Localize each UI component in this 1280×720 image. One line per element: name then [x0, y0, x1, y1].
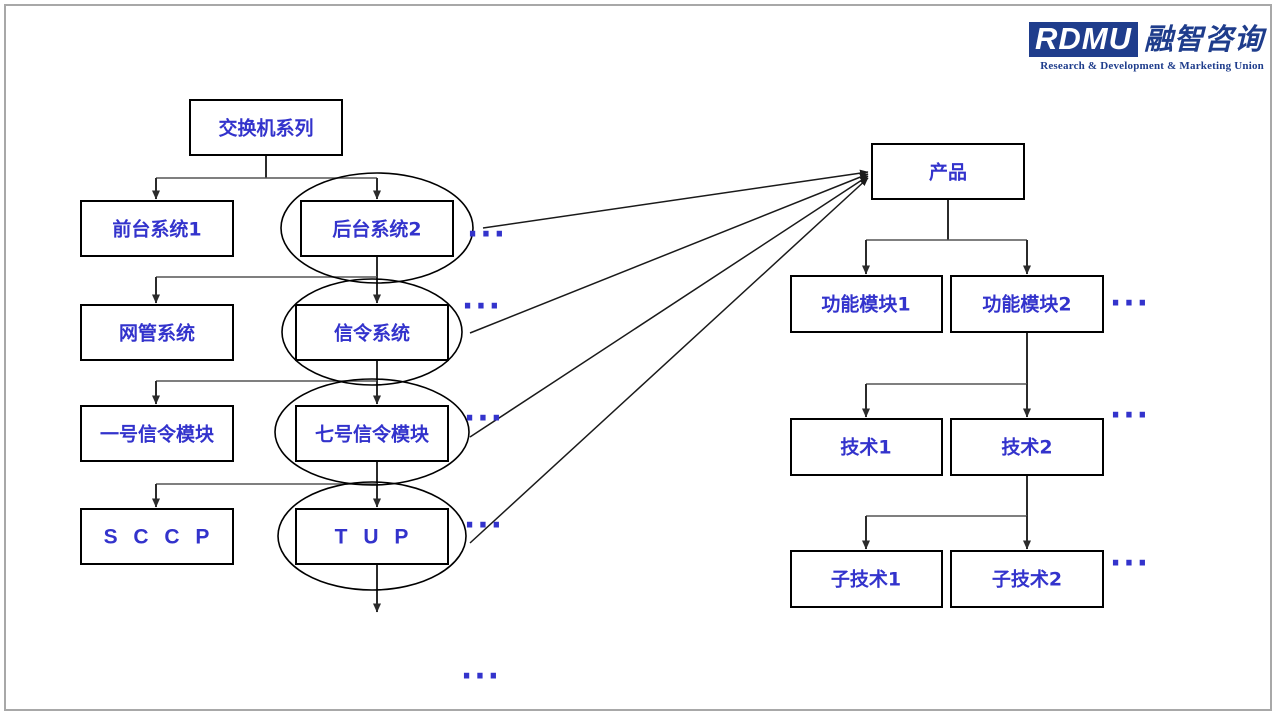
node-box-function-module-1[interactable]: [790, 275, 943, 333]
node-label-function-module-1: 功能模块1: [821, 293, 910, 316]
node-box-product[interactable]: [871, 143, 1025, 200]
node-box-ss7-module[interactable]: [295, 405, 449, 462]
ellipsis-sub-techs: ...: [1110, 539, 1150, 574]
logo-tagline: Research & Development & Marketing Union: [1040, 60, 1264, 72]
node-product[interactable]: 产品: [871, 143, 1025, 200]
node-box-signaling-system[interactable]: [295, 304, 449, 361]
node-label-tech-2: 技术2: [1001, 436, 1052, 459]
right-tree-nodes: 产品 功能模块1 功能模块2 ... 技术1 技术2 ...: [790, 143, 1150, 608]
ellipsis-backend-row: ...: [467, 210, 507, 245]
ellipsis-function-modules: ...: [1110, 279, 1150, 314]
node-switch-series[interactable]: 交换机系列: [189, 99, 343, 156]
node-box-tup[interactable]: [295, 508, 449, 565]
ellipsis-signaling-row: ...: [462, 282, 502, 317]
node-function-module-1[interactable]: 功能模块1: [790, 275, 943, 333]
node-ss1-module[interactable]: 一号信令模块: [80, 405, 234, 462]
left-tree-ellipsis-markers: ... ... ... ... ...: [461, 210, 507, 687]
highlight-ellipse-ss7: [274, 378, 470, 486]
node-ss7-module[interactable]: 七号信令模块: [295, 405, 449, 462]
node-label-sub-tech-1: 子技术1: [831, 568, 901, 591]
node-label-switch-series: 交换机系列: [218, 117, 313, 140]
node-box-function-module-2[interactable]: [950, 275, 1104, 333]
node-label-backend-system-2: 后台系统2: [332, 218, 421, 241]
ellipsis-ss7-row: ...: [464, 394, 504, 429]
node-box-switch-series[interactable]: [189, 99, 343, 156]
node-frontend-system-1[interactable]: 前台系统1: [80, 200, 234, 257]
node-label-frontend-system-1: 前台系统1: [112, 218, 201, 241]
node-box-network-management-system[interactable]: [80, 304, 234, 361]
node-network-management-system[interactable]: 网管系统: [80, 304, 234, 361]
node-sub-tech-2[interactable]: 子技术2: [950, 550, 1104, 608]
node-label-signaling-system: 信令系统: [334, 322, 410, 345]
ellipsis-tup-row: ...: [464, 501, 504, 536]
node-box-sub-tech-2[interactable]: [950, 550, 1104, 608]
right-tree-connectors: [862, 199, 1031, 550]
logo-wordmark: RDMU: [1028, 22, 1138, 57]
highlight-ellipse-signaling: [281, 278, 463, 386]
node-label-product: 产品: [929, 161, 967, 184]
node-sccp[interactable]: S C C P: [80, 508, 234, 565]
rdmu-logo: RDMU 融智咨询 Research & Development & Marke…: [1028, 22, 1264, 72]
node-box-sub-tech-1[interactable]: [790, 550, 943, 608]
node-label-ss1-module: 一号信令模块: [100, 423, 215, 446]
node-box-tech-1[interactable]: [790, 418, 943, 476]
node-backend-system-2[interactable]: 后台系统2: [300, 200, 454, 257]
left-tree-connectors: [152, 155, 381, 613]
logo-chinese-name: 融智咨询: [1143, 22, 1264, 56]
ellipsis-left-tree-bottom: ...: [461, 652, 501, 687]
node-box-backend-system-2[interactable]: [300, 200, 454, 257]
node-label-tup: T U P: [335, 526, 414, 549]
link-backend-to-product: [482, 169, 869, 229]
node-label-sccp: S C C P: [104, 526, 215, 549]
node-label-sub-tech-2: 子技术2: [992, 568, 1062, 591]
node-box-frontend-system-1[interactable]: [80, 200, 234, 257]
node-box-ss1-module[interactable]: [80, 405, 234, 462]
node-label-network-management-system: 网管系统: [119, 322, 195, 345]
node-label-function-module-2: 功能模块2: [982, 293, 1071, 316]
ellipsis-techs: ...: [1110, 391, 1150, 426]
node-label-ss7-module: 七号信令模块: [315, 423, 430, 446]
node-function-module-2[interactable]: 功能模块2: [950, 275, 1104, 333]
node-tup[interactable]: T U P: [295, 508, 449, 565]
link-signaling-to-product: [469, 173, 869, 334]
node-box-sccp[interactable]: [80, 508, 234, 565]
cross-links-to-product: [469, 169, 869, 544]
node-signaling-system[interactable]: 信令系统: [295, 304, 449, 361]
logo-row: RDMU 融智咨询: [1028, 22, 1264, 57]
link-tup-to-product: [469, 177, 869, 544]
node-tech-1[interactable]: 技术1: [790, 418, 943, 476]
node-box-tech-2[interactable]: [950, 418, 1104, 476]
node-sub-tech-1[interactable]: 子技术1: [790, 550, 943, 608]
highlight-ellipse-backend2: [280, 172, 474, 284]
left-tree-highlight-ellipses: [274, 172, 474, 591]
node-label-tech-1: 技术1: [840, 436, 891, 459]
node-tech-2[interactable]: 技术2: [950, 418, 1104, 476]
left-tree-nodes: 交换机系列 前台系统1 后台系统2 网管系统 信令系统: [80, 99, 454, 565]
highlight-ellipse-tup: [277, 481, 467, 591]
link-ss7-to-product: [469, 175, 869, 438]
